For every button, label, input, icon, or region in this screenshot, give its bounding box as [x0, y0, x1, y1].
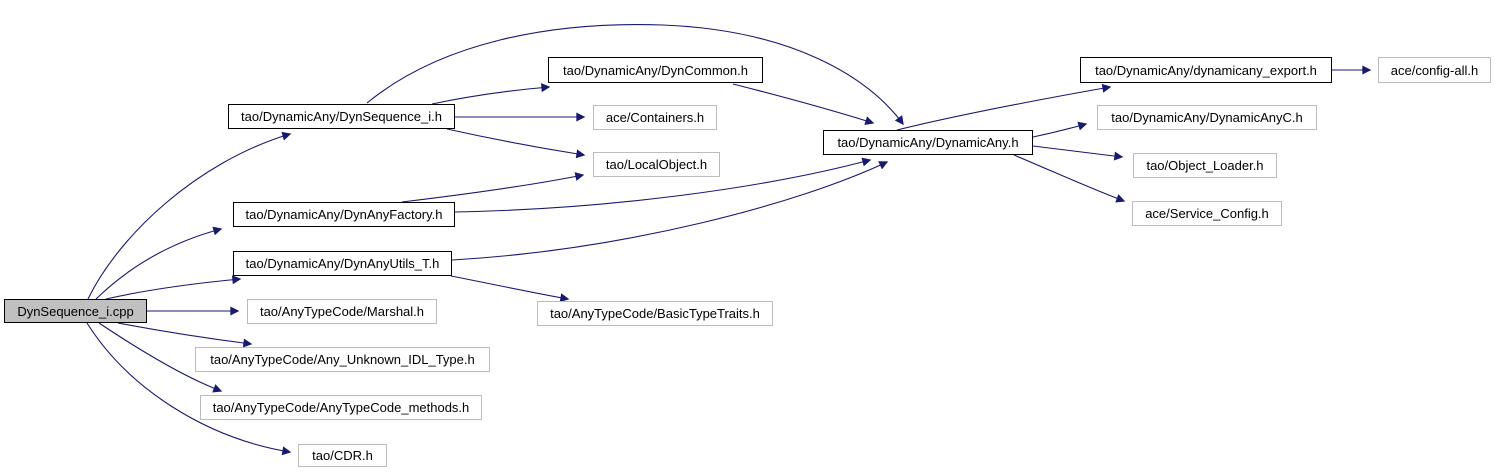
edge-dynanyutils-t-h-to-basictypetraits-h: [450, 275, 570, 303]
node-service-config-h: ace/Service_Config.h: [1132, 201, 1282, 226]
edge-dyncommon-h-to-dynamicany-h: [732, 83, 875, 125]
node-marshal-h: tao/AnyTypeCode/Marshal.h: [247, 299, 437, 324]
edge-dynamicany-h-to-dynamicanyc-h: [1032, 121, 1088, 138]
node-any-unknown-idl-type-h: tao/AnyTypeCode/Any_Unknown_IDL_Type.h: [195, 347, 490, 372]
node-dynanyutils-t-h[interactable]: tao/DynamicAny/DynAnyUtils_T.h: [233, 251, 452, 276]
node-anytypecode-methods-h: tao/AnyTypeCode/AnyTypeCode_methods.h: [200, 395, 482, 420]
edge-dynamicany-h-to-object-loader-h: [1032, 145, 1124, 161]
edge-dynsequence-i-cpp-to-any-unknown-idl-type-h: [117, 322, 253, 348]
node-dynamicany-export-h[interactable]: tao/DynamicAny/dynamicany_export.h: [1080, 57, 1332, 83]
node-dynanyfactory-h[interactable]: tao/DynamicAny/DynAnyFactory.h: [233, 202, 455, 227]
node-basictypetraits-h: tao/AnyTypeCode/BasicTypeTraits.h: [537, 301, 773, 326]
node-dynsequence-i-cpp: DynSequence_i.cpp: [4, 299, 147, 323]
edge-dynsequence-i-cpp-to-dynanyfactory-h: [95, 226, 223, 300]
edge-dynsequence-i-h-to-localobject-h: [446, 128, 586, 159]
node-containers-h: ace/Containers.h: [593, 105, 717, 130]
edge-dynsequence-i-h-to-dyncommon-h: [431, 83, 551, 105]
node-dynamicanyc-h: tao/DynamicAny/DynamicAnyC.h: [1097, 105, 1317, 130]
edge-dynsequence-i-cpp-to-dynanyutils-t-h: [105, 275, 242, 300]
edge-dynamicany-h-to-service-config-h: [1013, 154, 1126, 203]
edge-dynsequence-i-cpp-to-cdr-h: [86, 322, 292, 456]
node-dynamicany-h[interactable]: tao/DynamicAny/DynamicAny.h: [823, 130, 1033, 155]
node-localobject-h: tao/LocalObject.h: [593, 152, 720, 177]
node-dynsequence-i-h[interactable]: tao/DynamicAny/DynSequence_i.h: [228, 104, 455, 129]
edge-dynamicany-h-to-dynamicany-export-h: [896, 83, 1112, 131]
node-dyncommon-h[interactable]: tao/DynamicAny/DynCommon.h: [548, 57, 763, 83]
node-object-loader-h: tao/Object_Loader.h: [1133, 153, 1277, 178]
edge-dynanyfactory-h-to-localobject-h: [401, 172, 585, 203]
node-cdr-h: tao/CDR.h: [298, 444, 387, 467]
node-config-all-h: ace/config-all.h: [1378, 57, 1491, 83]
